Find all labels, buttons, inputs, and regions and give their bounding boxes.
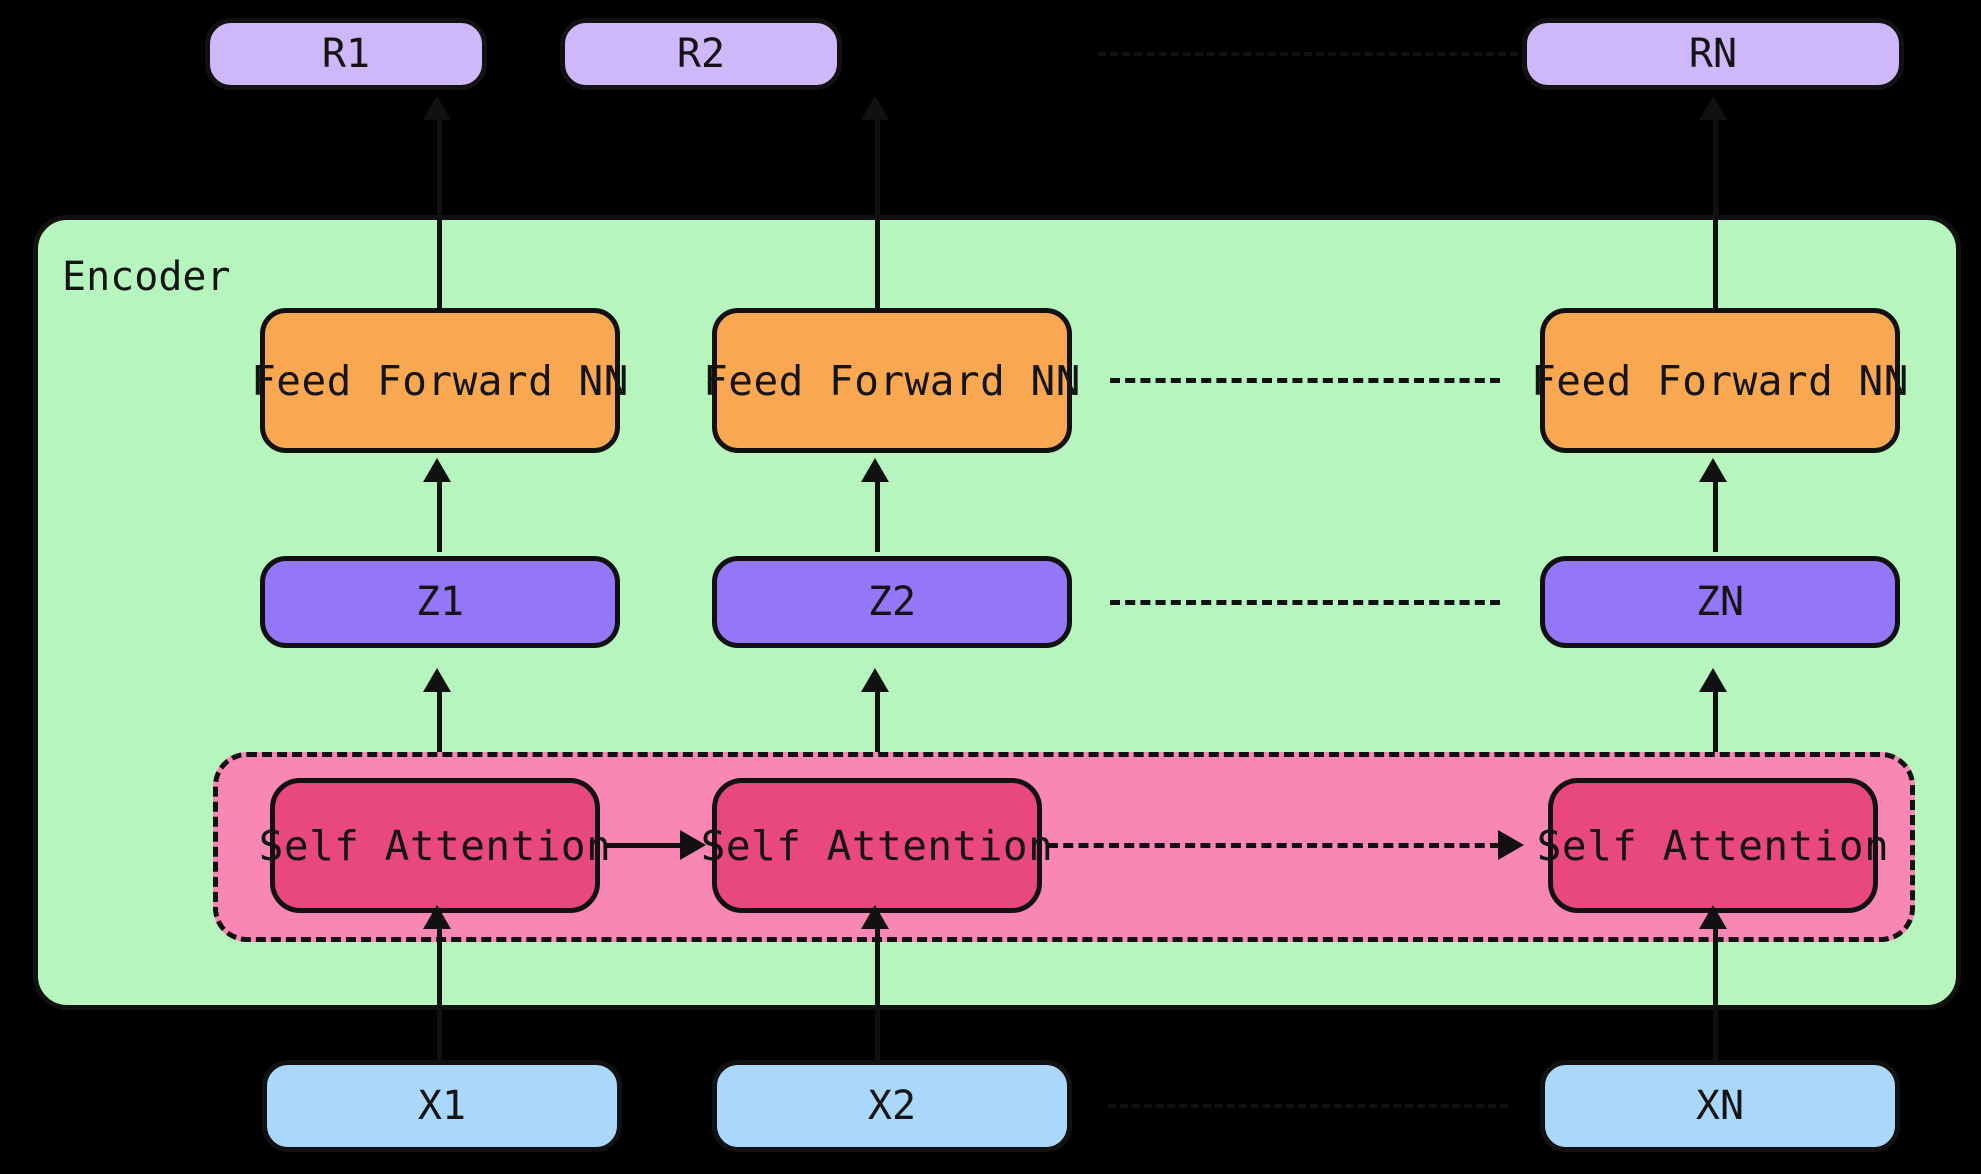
node-feed-forward-n[interactable]: Feed Forward NN [1531, 308, 1908, 453]
arrow-ff2-to-r2-head [861, 96, 889, 120]
node-xn-label: XN [1695, 1083, 1745, 1129]
node-rn-label: RN [1688, 31, 1738, 77]
node-z1-label: Z1 [415, 579, 465, 625]
node-x2[interactable]: X2 [712, 1060, 1072, 1152]
node-feed-forward-n-label: Feed Forward NN [1531, 356, 1909, 405]
line-ffn-stem [1713, 215, 1718, 310]
arrow-xn-to-san-stem-lower [1713, 942, 1718, 1012]
node-rn[interactable]: RN [1522, 18, 1904, 90]
arrow-xn-to-san-head [1699, 905, 1727, 929]
arrow-sa1-to-sa2-line [604, 843, 682, 848]
node-z2-label: Z2 [867, 579, 917, 625]
arrow-ffn-to-rn-head [1699, 96, 1727, 120]
node-r1[interactable]: R1 [205, 18, 487, 90]
arrow-san-to-zn-line [1713, 690, 1718, 770]
node-x1[interactable]: X1 [262, 1060, 622, 1152]
arrow-zn-to-ffn-head [1699, 458, 1727, 482]
encoder-label: Encoder [62, 254, 231, 300]
arrow-x1-to-sa1-head [423, 905, 451, 929]
arrow-ff1-to-r1-line [437, 118, 442, 218]
arrow-sa1-to-sa2-head [680, 830, 706, 860]
arrow-x2-to-sa2-line [875, 913, 880, 945]
ellipsis-connector-outputs [1098, 52, 1518, 56]
node-r2-label: R2 [676, 31, 726, 77]
line-ff1-stem [437, 215, 442, 310]
node-z1[interactable]: Z1 [260, 556, 620, 648]
arrow-z1-to-ff1-line [437, 480, 442, 552]
node-feed-forward-2-label: Feed Forward NN [703, 356, 1081, 405]
node-self-attention-1-label: Self Attention [258, 821, 612, 870]
arrow-ff1-to-r1-head [423, 96, 451, 120]
node-self-attention-1[interactable]: Self Attention [259, 778, 611, 913]
node-x2-label: X2 [867, 1083, 917, 1129]
node-zn[interactable]: ZN [1540, 556, 1900, 648]
arrow-sa2-to-z2-head [861, 668, 889, 692]
ellipsis-connector-z [1110, 600, 1500, 605]
arrow-xn-to-san-line [1713, 913, 1718, 945]
ellipsis-connector-inputs [1108, 1104, 1508, 1108]
arrow-sa2-to-san-line [1048, 843, 1500, 848]
arrow-sa1-to-z1-line [437, 690, 442, 770]
arrow-ff2-to-r2-line [875, 118, 880, 218]
arrow-sa2-to-san-head [1498, 830, 1524, 860]
node-xn[interactable]: XN [1540, 1060, 1900, 1152]
node-r1-label: R1 [321, 31, 371, 77]
arrow-z2-to-ff2-line [875, 480, 880, 552]
arrow-x1-to-sa1-stem-lower [437, 942, 442, 1012]
arrow-x2-to-sa2-stem-lower [875, 942, 880, 1012]
node-self-attention-2-label: Self Attention [700, 821, 1054, 870]
node-feed-forward-2[interactable]: Feed Forward NN [703, 308, 1080, 453]
line-x1-stem [437, 1010, 442, 1062]
arrow-z1-to-ff1-head [423, 458, 451, 482]
arrow-z2-to-ff2-head [861, 458, 889, 482]
arrow-ffn-to-rn-line [1713, 118, 1718, 218]
node-zn-label: ZN [1695, 579, 1745, 625]
line-xn-stem [1713, 1010, 1718, 1062]
ellipsis-connector-feed-forward [1110, 378, 1500, 383]
arrow-sa1-to-z1-head [423, 668, 451, 692]
arrow-x1-to-sa1-line [437, 913, 442, 945]
node-self-attention-n[interactable]: Self Attention [1537, 778, 1889, 913]
node-self-attention-2[interactable]: Self Attention [701, 778, 1053, 913]
arrow-x2-to-sa2-head [861, 905, 889, 929]
line-ff2-stem [875, 215, 880, 310]
arrow-san-to-zn-head [1699, 668, 1727, 692]
node-feed-forward-1-label: Feed Forward NN [251, 356, 629, 405]
node-z2[interactable]: Z2 [712, 556, 1072, 648]
node-feed-forward-1[interactable]: Feed Forward NN [251, 308, 628, 453]
node-self-attention-n-label: Self Attention [1536, 821, 1890, 870]
line-x2-stem [875, 1010, 880, 1062]
node-r2[interactable]: R2 [560, 18, 842, 90]
arrow-sa2-to-z2-line [875, 690, 880, 770]
arrow-zn-to-ffn-line [1713, 480, 1718, 552]
node-x1-label: X1 [417, 1083, 467, 1129]
